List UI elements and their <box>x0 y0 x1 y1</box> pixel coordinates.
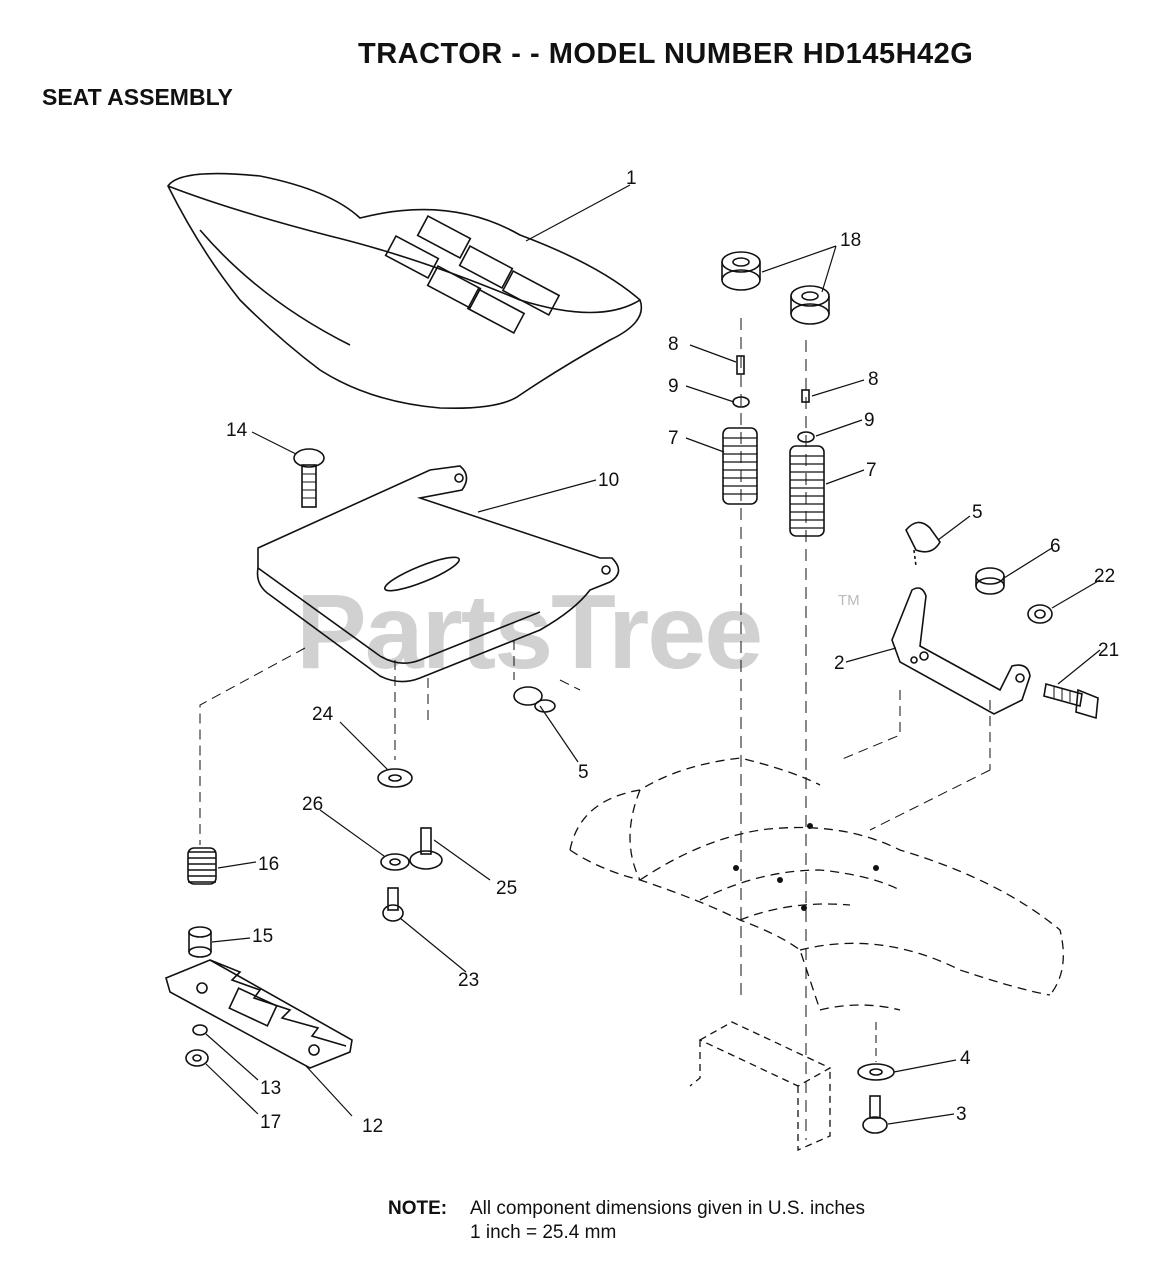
callout-5b: 5 <box>972 502 983 523</box>
bumper-part-18a[interactable] <box>721 251 761 291</box>
callout-5a: 5 <box>578 762 589 783</box>
callout-16: 16 <box>258 854 279 875</box>
bolt-part-3[interactable] <box>862 1095 888 1134</box>
nut-part-22[interactable] <box>1027 604 1053 624</box>
bumper-part-18b[interactable] <box>790 285 830 325</box>
section-title: SEAT ASSEMBLY <box>42 84 233 110</box>
callout-7b: 7 <box>866 460 877 481</box>
pin-part-8a[interactable] <box>736 355 745 375</box>
trademark-mark: TM <box>838 592 860 609</box>
page-title: TRACTOR - - MODEL NUMBER HD145H42G <box>358 38 974 70</box>
washer-part-17[interactable] <box>185 1049 209 1067</box>
callout-3: 3 <box>956 1104 967 1125</box>
callout-22: 22 <box>1094 566 1115 587</box>
spring-part-16[interactable] <box>187 847 217 885</box>
callout-8a: 8 <box>668 334 679 355</box>
tractor-frame-phantom <box>569 757 1064 1011</box>
callout-15: 15 <box>252 926 273 947</box>
callout-9b: 9 <box>864 410 875 431</box>
callout-21: 21 <box>1098 640 1119 661</box>
callout-26: 26 <box>302 794 323 815</box>
spring-part-7a[interactable] <box>722 427 758 505</box>
slide-rail-part-12[interactable] <box>165 959 353 1069</box>
callout-25: 25 <box>496 878 517 899</box>
bolt-part-23[interactable] <box>382 887 404 922</box>
callout-17: 17 <box>260 1112 281 1133</box>
callout-24: 24 <box>312 704 334 725</box>
callout-12: 12 <box>362 1116 383 1137</box>
bolt-part-21[interactable] <box>1043 682 1099 720</box>
clip-part-right[interactable] <box>905 521 941 567</box>
callout-10: 10 <box>598 470 619 491</box>
callout-7a: 7 <box>668 428 679 449</box>
washer-part-9b[interactable] <box>797 431 815 443</box>
seat-part[interactable] <box>167 172 643 410</box>
callout-2: 2 <box>834 653 845 674</box>
bushing-part-15[interactable] <box>188 926 212 958</box>
callout-14: 14 <box>226 420 248 441</box>
hinge-bracket-part-2[interactable] <box>891 587 1031 715</box>
callout-13: 13 <box>260 1078 281 1099</box>
callout-9a: 9 <box>668 376 679 397</box>
callout-1: 1 <box>626 168 637 189</box>
pin-part-8b[interactable] <box>801 389 810 403</box>
note-text-conversion: 1 inch = 25.4 mm <box>470 1222 617 1243</box>
note-text-dimensions: All component dimensions given in U.S. i… <box>470 1198 865 1219</box>
shoulder-bolt-part-25[interactable] <box>409 827 443 870</box>
callout-23: 23 <box>458 970 479 991</box>
nut-part-6[interactable] <box>975 567 1005 595</box>
callout-4: 4 <box>960 1048 971 1069</box>
callout-leaders <box>205 184 1101 1125</box>
nut-part-13[interactable] <box>192 1024 208 1036</box>
callout-8b: 8 <box>868 369 879 390</box>
washer-part-4[interactable] <box>857 1063 895 1081</box>
spring-part-7b[interactable] <box>789 445 825 537</box>
callout-18: 18 <box>840 230 861 251</box>
washer-part-26[interactable] <box>380 853 410 871</box>
note-label: NOTE: <box>388 1198 448 1219</box>
frame-bracket-part[interactable] <box>689 1021 832 1151</box>
clip-part-left[interactable] <box>513 686 556 713</box>
carriage-bolt-part[interactable] <box>293 448 325 508</box>
washer-part-24[interactable] <box>377 768 413 788</box>
callout-6: 6 <box>1050 536 1061 557</box>
seat-pan-part[interactable] <box>256 465 620 683</box>
